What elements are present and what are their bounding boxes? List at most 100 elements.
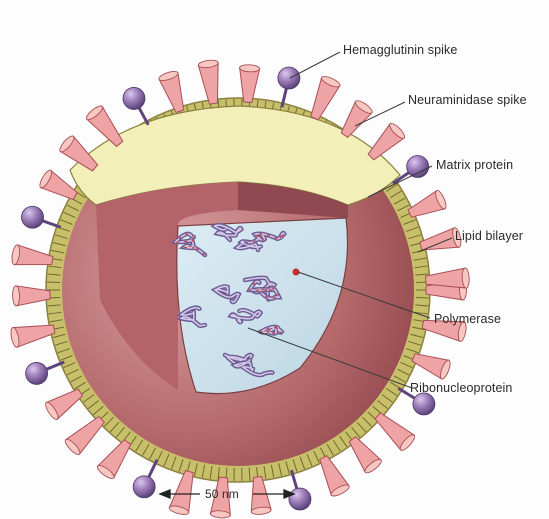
hemagglutinin-spike [197, 62, 219, 105]
lipid-tick [400, 361, 413, 369]
lipid-tick [51, 249, 64, 254]
hemagglutinin-spike-tip [10, 327, 20, 348]
lipid-tick [135, 440, 144, 452]
lipid-tick [193, 463, 198, 477]
lipid-tick [47, 304, 61, 307]
leader-neuraminidase [354, 101, 406, 127]
rnp-strand-red [246, 232, 285, 244]
lipid-tick [306, 453, 313, 467]
lipid-tick [60, 219, 73, 225]
lipid-tick [55, 340, 68, 346]
lipid-tick [142, 443, 150, 456]
lipid-tick [55, 234, 68, 240]
lipid-tick [408, 234, 421, 240]
scale-bar-right-arrow [283, 489, 296, 499]
lipid-tick [70, 375, 83, 383]
lipid-tick [47, 281, 61, 284]
neuraminidase-head [288, 487, 312, 511]
lipid-tick [263, 466, 267, 480]
lipid-tick [397, 368, 410, 376]
hemagglutinin-spike-tip [158, 71, 179, 82]
hemagglutinin-spike-tip [12, 285, 21, 307]
label-leader-lines [247, 51, 453, 389]
lipid-tick [170, 456, 177, 470]
rnp-strand-red [248, 280, 280, 300]
rnp-strand-red [259, 326, 283, 335]
lipid-tick [47, 273, 61, 276]
lipid-tick [403, 219, 416, 225]
hemagglutinin-spike-tip [168, 505, 190, 515]
leader-matrix [367, 165, 433, 198]
rnp-strand-highlight [179, 306, 206, 327]
lipid-tick [412, 326, 425, 331]
hemagglutinin-spike-tip [457, 321, 467, 342]
hemagglutinin-spike-tip [39, 169, 53, 189]
lipid-tick [66, 368, 79, 376]
lipid-tick [415, 273, 429, 276]
lipid-tick [48, 311, 62, 315]
neuraminidase-head [21, 205, 44, 229]
neuraminidase-head [25, 362, 48, 385]
lipid-tick [299, 456, 306, 470]
lipid-tick [415, 304, 429, 307]
lipid-tick [63, 361, 76, 369]
label-matrix-protein: Matrix protein [436, 158, 514, 172]
lipid-tick [74, 381, 87, 390]
lipid-tick [60, 355, 73, 361]
lipid-tick [313, 450, 320, 464]
lipid-tick [52, 333, 66, 338]
hemagglutinin-spike-tip [209, 510, 231, 519]
lipid-tick [178, 459, 184, 472]
lipid-tick [377, 400, 388, 410]
hemagglutinin-spike [13, 244, 54, 266]
label-ribonucleoprotein: Ribonucleoprotein [410, 381, 513, 395]
cutaway-wall-left [96, 182, 238, 390]
hemagglutinin-spike [425, 267, 467, 289]
lipid-tick [339, 435, 348, 448]
hemagglutinin-spike-tip [321, 76, 341, 88]
lipid-tick [385, 183, 398, 192]
hemagglutinin-spike-tip [197, 59, 219, 69]
lipid-tick [217, 466, 220, 481]
polymerase-dot [292, 268, 300, 276]
lipid-tick [278, 463, 283, 477]
lipid-tick [270, 464, 275, 478]
lipid-tick [66, 204, 79, 212]
hemagglutinin-spike-tip [452, 227, 462, 248]
lipid-tick [410, 333, 424, 338]
lipid-tick [104, 416, 114, 427]
lipid-tick [405, 348, 419, 354]
ribonucleoprotein-coils [170, 222, 287, 378]
rnp-strand-highlight [173, 233, 206, 256]
lipid-tick [88, 400, 99, 410]
hemagglutinin-spike-tip [364, 458, 382, 474]
lipid-tick [93, 405, 104, 416]
lipid-tick [52, 242, 66, 247]
hemagglutinin-spike-tip [96, 465, 115, 480]
hemagglutinin-spike-tip [330, 484, 350, 497]
lipid-tick [63, 211, 76, 219]
lipid-tick [115, 426, 125, 438]
lipid-tick [48, 265, 62, 269]
lipid-tick [201, 464, 206, 478]
scale-bar-label: 50 nm [205, 487, 239, 501]
label-neuraminidase-spike: Neuraminidase spike [408, 93, 527, 107]
lipid-tick [163, 453, 170, 467]
lipid-tick [326, 443, 334, 456]
neuraminidase-head [412, 392, 436, 416]
lipid-tick [332, 440, 341, 452]
hemagglutinin-spike-tip [45, 401, 59, 420]
hemagglutinin-spike-tip [389, 122, 406, 139]
lipid-tick [408, 340, 421, 346]
lipid-tick [351, 426, 361, 438]
lipid-tick [49, 319, 63, 323]
lipid-tick [381, 394, 393, 403]
lipid-tick [393, 197, 406, 205]
cutaway-wall-right [238, 182, 348, 218]
scale-bar-left-arrow [158, 489, 171, 499]
lipid-tick [393, 375, 406, 383]
label-lipid-bilayer: Lipid bilayer [455, 229, 524, 243]
hemagglutinin-spike-tip [250, 506, 272, 515]
hemagglutinin-spike-tip [399, 434, 416, 451]
